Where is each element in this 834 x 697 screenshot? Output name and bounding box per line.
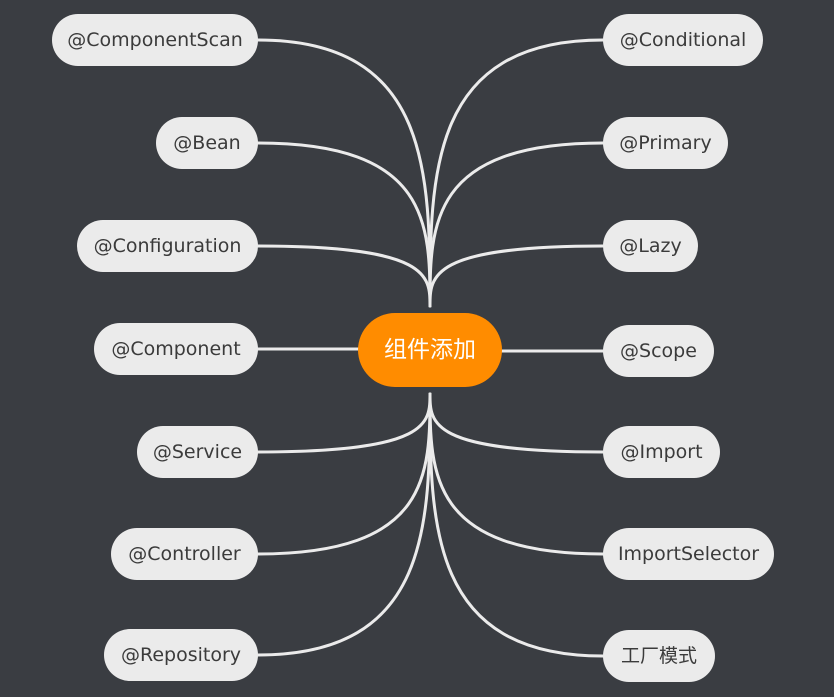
- topic-component[interactable]: @Component: [94, 323, 258, 375]
- connector-left-1: [256, 141, 432, 308]
- central-topic[interactable]: 组件添加: [358, 313, 502, 387]
- topic-import[interactable]: @Import: [603, 426, 720, 478]
- topic-conditional[interactable]: @Conditional: [603, 14, 763, 66]
- topic-lazy[interactable]: @Lazy: [603, 220, 698, 272]
- topic-controller[interactable]: @Controller: [111, 528, 258, 580]
- connector-right-2: [428, 244, 605, 308]
- connector-right-0: [428, 38, 605, 308]
- connector-right-6: [428, 392, 605, 658]
- connector-left-2: [256, 244, 432, 308]
- connector-right-1: [428, 141, 605, 308]
- connector-left-4: [256, 392, 432, 454]
- topic-scope[interactable]: @Scope: [603, 325, 714, 377]
- topic-bean[interactable]: @Bean: [156, 117, 258, 169]
- topic-service[interactable]: @Service: [137, 426, 258, 478]
- topic-factory-pattern[interactable]: 工厂模式: [603, 630, 715, 682]
- topic-repository[interactable]: @Repository: [104, 629, 258, 681]
- connector-left-0: [256, 38, 432, 308]
- connector-left-6: [256, 392, 432, 657]
- connector-left-5: [256, 392, 432, 556]
- topic-component-scan[interactable]: @ComponentScan: [52, 14, 258, 66]
- connector-right-5: [428, 392, 605, 556]
- topic-primary[interactable]: @Primary: [603, 117, 728, 169]
- connector-right-4: [428, 392, 605, 454]
- topic-import-selector[interactable]: ImportSelector: [603, 528, 774, 580]
- topic-configuration[interactable]: @Configuration: [77, 220, 258, 272]
